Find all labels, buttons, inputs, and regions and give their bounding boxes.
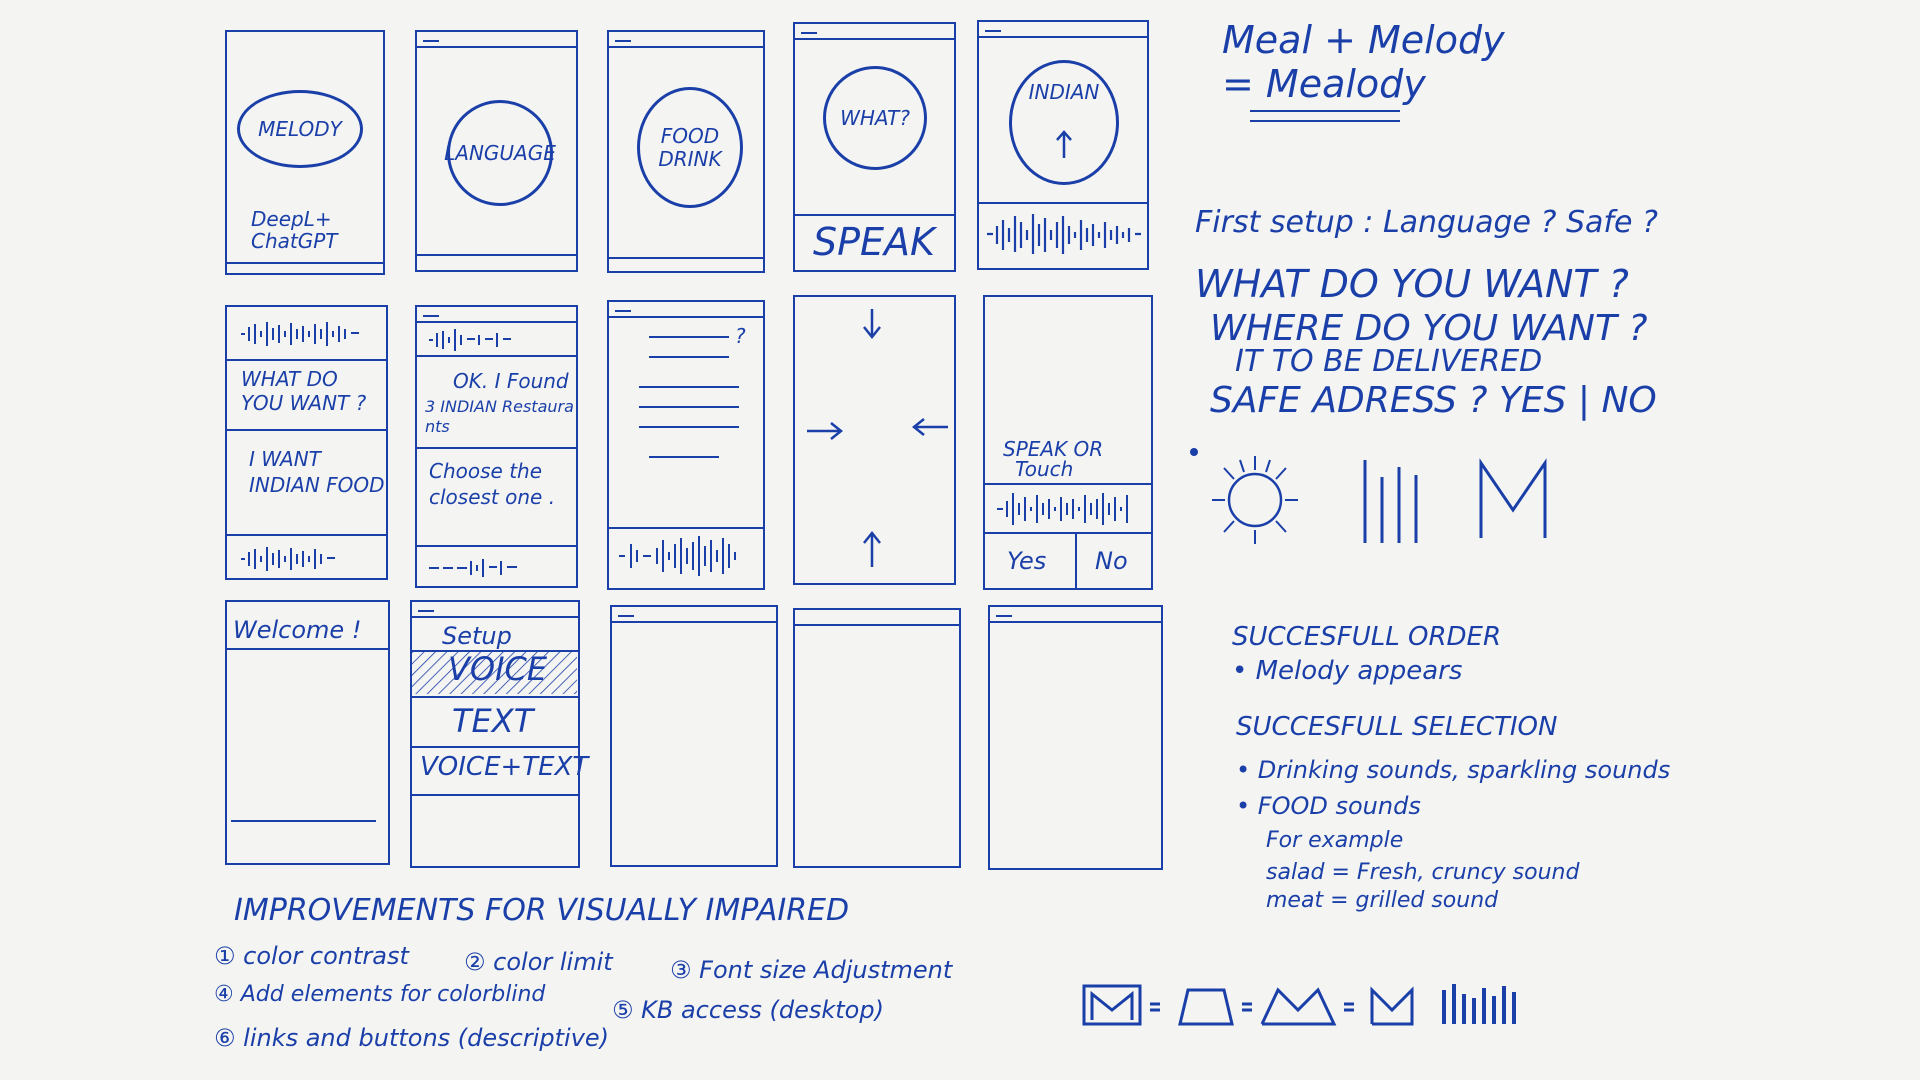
- answer-text: I WANT: [249, 447, 321, 471]
- sketch-screen-welcome: Welcome !: [225, 600, 390, 865]
- waveform-icon: [429, 559, 517, 577]
- sketch-screen-language: LANGUAGE: [415, 30, 578, 272]
- arrow-right-icon: [807, 422, 844, 440]
- setup-title: Setup: [442, 622, 512, 650]
- no-button[interactable]: No: [1095, 547, 1128, 575]
- app-title: Meal + Melody: [1222, 18, 1505, 62]
- sketch-screen-blank-1: [610, 605, 778, 867]
- sketch-screen-setup: Setup VOICE TEXT VOICE+TEXT: [410, 600, 588, 868]
- sketch-screen-list: ?: [607, 300, 765, 590]
- logo-evolution-icon: [1082, 984, 1516, 1026]
- sketch-screen-speak-or-touch: SPEAK OR Touch Yes No: [983, 295, 1153, 590]
- selection-heading: SUCCESFULL SELECTION: [1236, 712, 1558, 742]
- app-name: = Mealody: [1222, 62, 1426, 106]
- arrow-down-icon: [863, 309, 881, 340]
- order-item: • Melody appears: [1232, 656, 1463, 686]
- question-text: WHAT DO: [241, 367, 338, 391]
- response-text: OK. I Found: [453, 369, 569, 393]
- order-heading: SUCCESFULL ORDER: [1232, 622, 1502, 652]
- arrow-up-icon: [863, 530, 881, 567]
- yes-button[interactable]: Yes: [1007, 547, 1047, 575]
- bullet-first-setup: First setup : Language ? Safe ?: [1195, 205, 1658, 240]
- sketch-screen-swipe: [793, 295, 956, 585]
- waveform-icon: [429, 329, 511, 351]
- waveform-icon: [987, 214, 1141, 254]
- voice-text-option[interactable]: VOICE+TEXT: [420, 752, 589, 782]
- bullet-what: WHAT DO YOU WANT ?: [1195, 262, 1629, 306]
- improvement-2: ② color limit: [464, 948, 613, 976]
- answer-text-2: INDIAN FOOD: [249, 473, 385, 497]
- improvement-3: ③ Font size Adjustment: [670, 956, 953, 984]
- sketch-screen-found-restaurants: OK. I Found 3 INDIAN Restaura nts Choose…: [415, 305, 578, 588]
- voice-option[interactable]: VOICE: [448, 650, 548, 688]
- selection-item-food: • FOOD sounds: [1236, 792, 1421, 820]
- bullet-delivered: IT TO BE DELIVERED: [1235, 344, 1543, 379]
- example-salad: salad = Fresh, cruncy sound: [1266, 860, 1580, 885]
- selection-item-drinks: • Drinking sounds, sparkling sounds: [1236, 756, 1671, 784]
- sketch-screen-blank-3: [988, 605, 1163, 870]
- what-circle: WHAT?: [823, 66, 927, 170]
- sketch-screen-indian: INDIAN: [977, 20, 1149, 270]
- response-text-2: 3 INDIAN Restaura: [425, 397, 574, 416]
- arrow-left-icon: [911, 418, 948, 436]
- sketch-screen-what-do-you-want: WHAT DO YOU WANT ? I WANT INDIAN FOOD: [225, 305, 388, 580]
- improvements-heading: IMPROVEMENTS FOR VISUALLY IMPAIRED: [234, 893, 850, 928]
- speak-button[interactable]: SPEAK: [813, 220, 935, 264]
- waveform-icon: [619, 536, 736, 576]
- instruction-text-2: closest one .: [429, 485, 556, 509]
- footer-deepl: DeepL+: [251, 207, 332, 231]
- m-logo-icon: [1479, 458, 1547, 538]
- waveform-icon: [241, 322, 359, 346]
- improvement-6: ⑥ links and buttons (descriptive): [214, 1024, 610, 1052]
- sun-icon: [1212, 456, 1298, 544]
- sketch-screen-melody: MELODY DeepL+ ChatGPT: [225, 30, 385, 275]
- instruction-text: Choose the: [429, 459, 543, 483]
- improvement-4: ④ Add elements for colorblind: [214, 982, 546, 1007]
- hatch-selected-icon: [412, 652, 577, 694]
- arrow-up-icon: [1056, 130, 1072, 158]
- bars-icon: [1363, 460, 1418, 543]
- sketch-screen-what: WHAT? SPEAK: [793, 22, 956, 272]
- question-text-2: YOU WANT ?: [241, 391, 367, 415]
- text-option[interactable]: TEXT: [452, 702, 534, 740]
- language-circle: LANGUAGE: [444, 100, 556, 206]
- sketch-screen-blank-2: [793, 608, 961, 868]
- welcome-title: Welcome !: [233, 616, 362, 644]
- prompt-text-2: Touch: [1015, 457, 1074, 481]
- example-meat: meat = grilled sound: [1266, 888, 1499, 913]
- indian-circle: INDIAN: [1009, 60, 1119, 185]
- prompt-text: SPEAK OR: [1003, 437, 1104, 461]
- waveform-icon: [241, 547, 335, 571]
- improvement-5: ⑤ KB access (desktop): [612, 996, 884, 1024]
- melody-circle: MELODY: [237, 90, 363, 168]
- bullet-where: WHERE DO YOU WANT ?: [1210, 308, 1648, 349]
- example-label: For example: [1266, 828, 1404, 853]
- improvement-1: ① color contrast: [214, 942, 409, 970]
- question-mark: ?: [735, 324, 746, 348]
- footer-chatgpt: ChatGPT: [251, 229, 338, 253]
- response-text-3: nts: [425, 417, 450, 436]
- waveform-icon: [997, 493, 1128, 525]
- bullet-safe-address: SAFE ADRESS ? YES | NO: [1210, 380, 1657, 421]
